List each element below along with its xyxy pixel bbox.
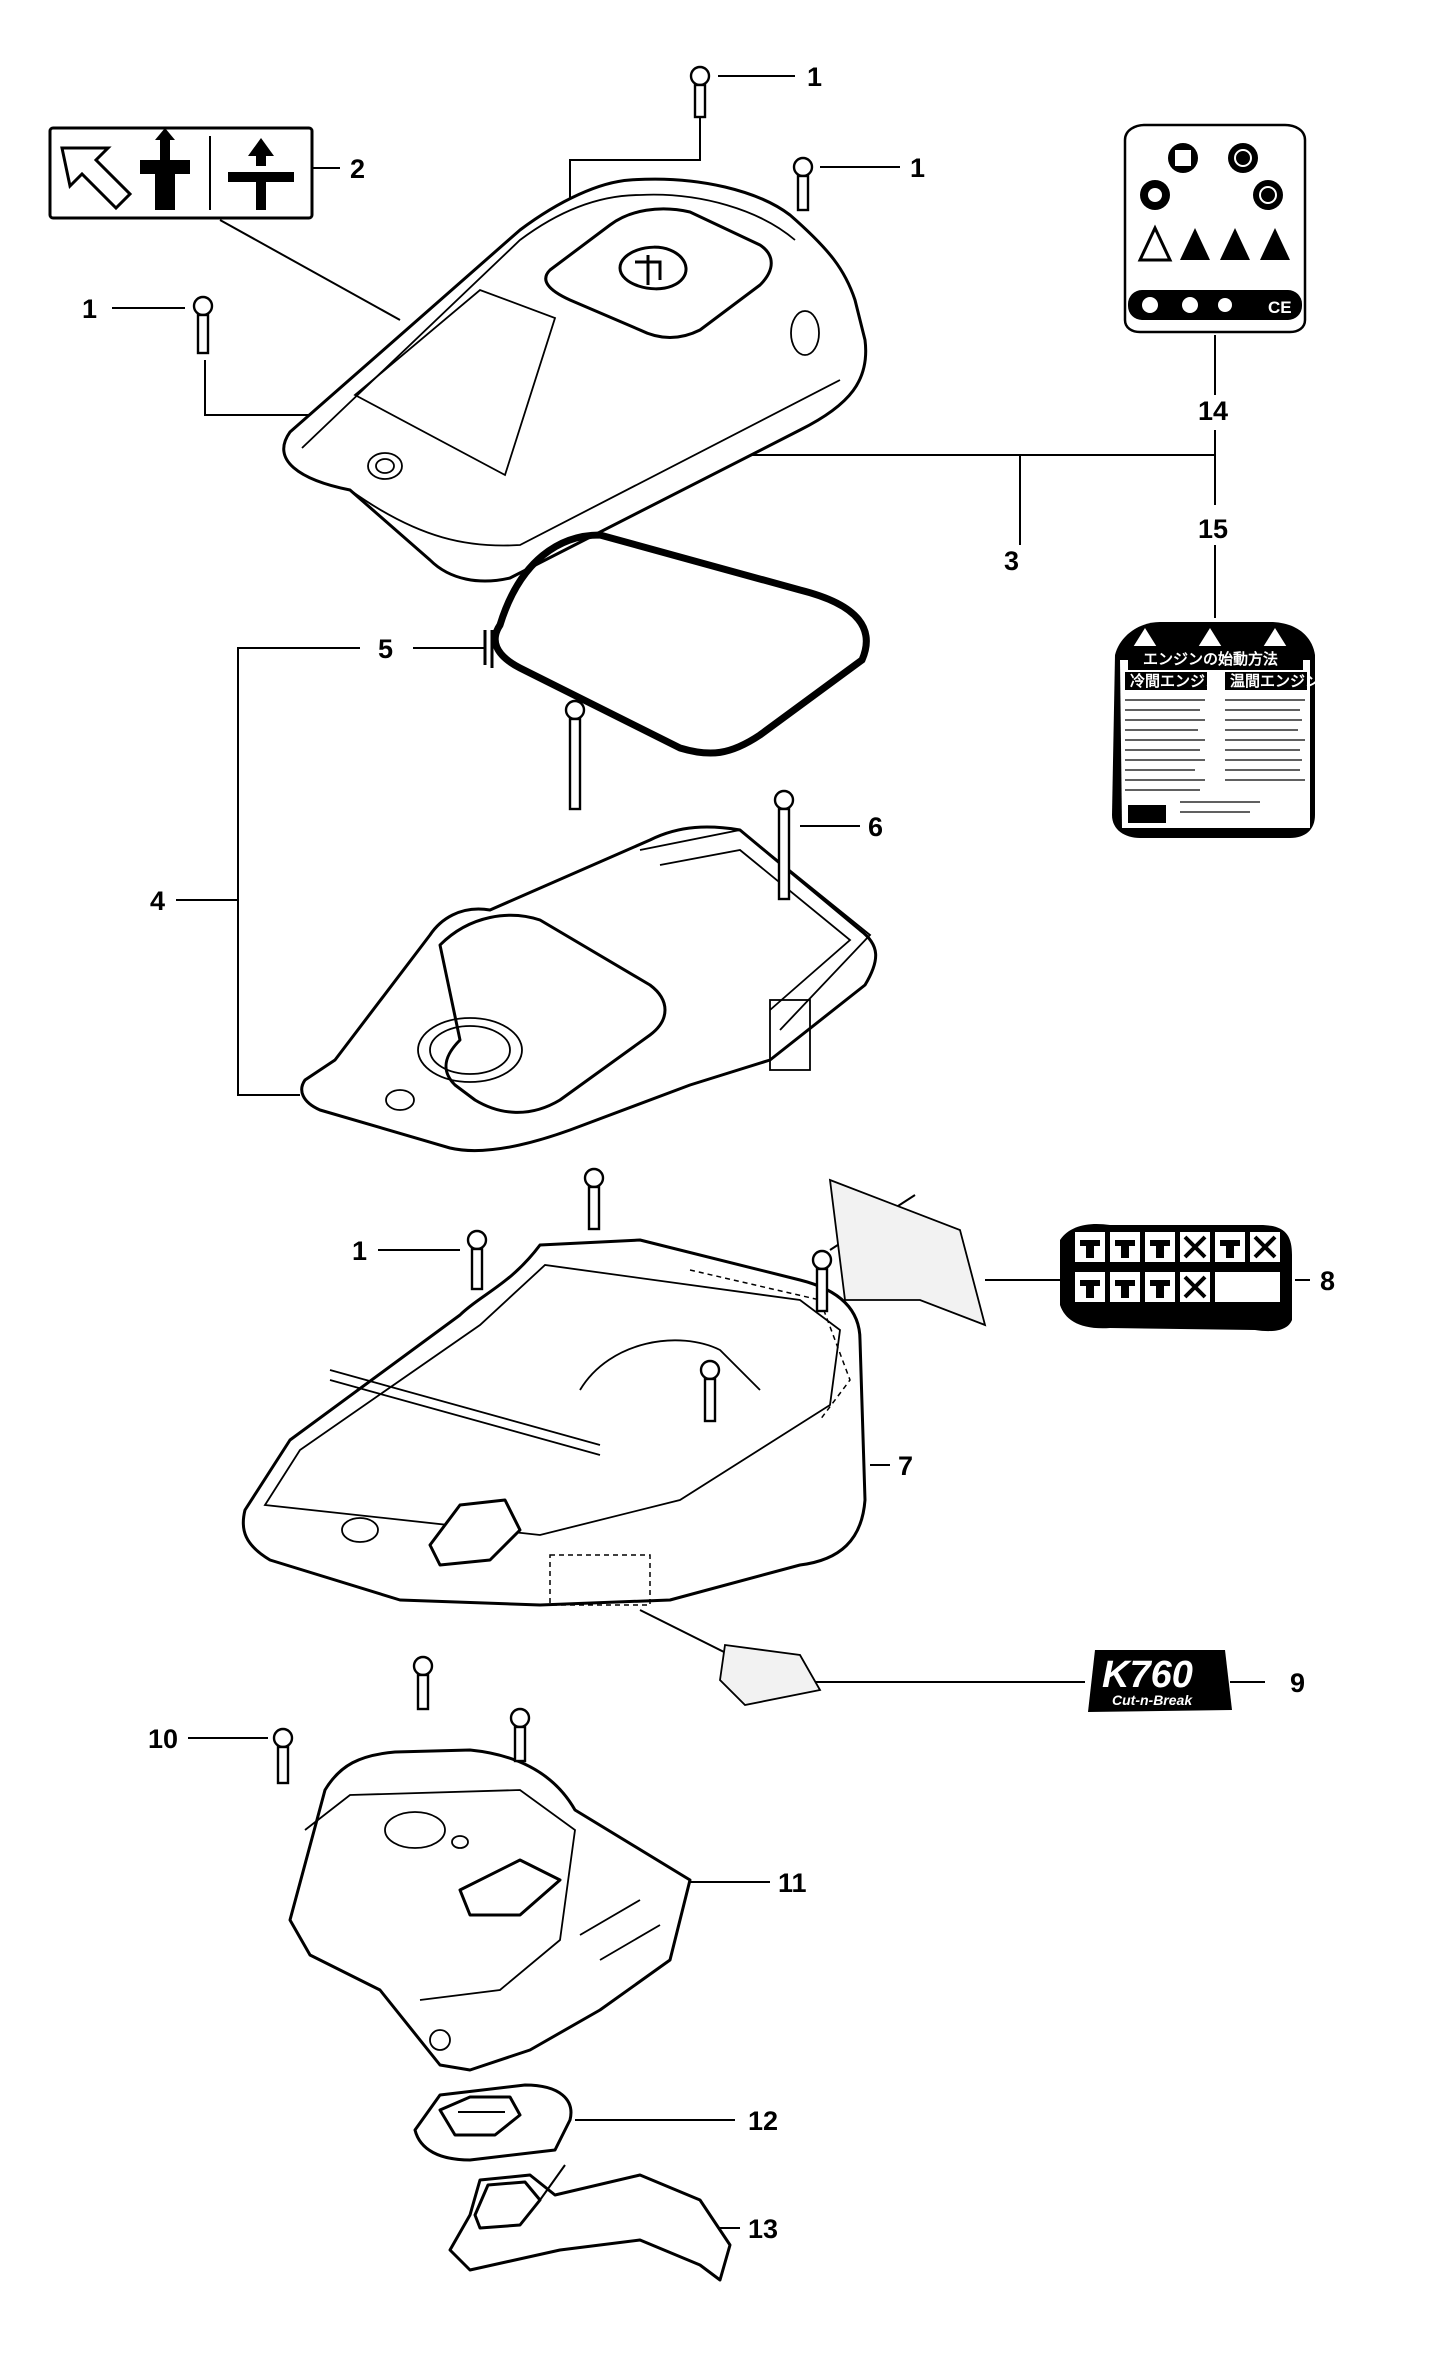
part-13-throttle-lever	[448, 2164, 732, 2282]
decal-8-backing	[828, 1178, 987, 1327]
part-5-gasket	[483, 531, 870, 757]
warning-triangle-icon	[1137, 224, 1290, 262]
fine-print-lines	[1125, 699, 1305, 813]
callout-1-top: 1	[807, 62, 822, 92]
part-3-top-cover	[282, 177, 868, 583]
part-11-handle-housing	[288, 1748, 692, 2072]
choke-arrow-icon	[60, 146, 133, 211]
jp-decal-title: エンジンの始動方法	[1143, 650, 1278, 668]
run-position-icon	[228, 138, 294, 210]
model-subtitle: Cut-n-Break	[1112, 1692, 1193, 1708]
screw-icon	[773, 789, 795, 901]
callout-3: 3	[1004, 546, 1019, 576]
callout-8: 8	[1320, 1266, 1335, 1296]
callout-2: 2	[350, 154, 365, 184]
husqvarna-logo-icon	[618, 245, 688, 291]
jp-decal-warm: 温間エンジン	[1230, 672, 1320, 690]
callout-1-right: 1	[910, 153, 925, 183]
model-name: K760	[1102, 1654, 1193, 1696]
decal-8-symbol-label	[1060, 1223, 1292, 1332]
screw-icon	[412, 1655, 434, 1711]
part-12-button-plate	[413, 2083, 573, 2162]
callout-4: 4	[150, 886, 165, 916]
callout-9: 9	[1290, 1668, 1305, 1698]
callout-1-left: 1	[82, 294, 97, 324]
decal-14-control-label: CE	[1123, 123, 1307, 334]
ce-mark-icon: CE	[1268, 298, 1292, 317]
screw-icon	[689, 65, 711, 119]
part-7-cylinder-cover	[241, 1238, 867, 1607]
decal-9-model-label: K760 Cut-n-Break	[1088, 1650, 1232, 1712]
callout-12: 12	[748, 2106, 778, 2136]
callout-6: 6	[868, 812, 883, 842]
callout-numbers: 1 1 1 2 14 15 3 5 4 6 1 8 7 9 10 11 12 1…	[82, 62, 1335, 2244]
callout-13: 13	[748, 2214, 778, 2244]
decal-2-choke-label	[48, 126, 314, 220]
screw-icon	[792, 156, 814, 212]
callout-10: 10	[148, 1724, 178, 1754]
callout-7: 7	[898, 1451, 913, 1481]
callout-5: 5	[378, 634, 393, 664]
screw-icon	[583, 1167, 605, 1231]
screw-icon	[509, 1707, 531, 1763]
choke-icon	[140, 128, 190, 210]
screw-icon	[699, 1359, 721, 1423]
screw-icon	[811, 1249, 833, 1313]
part-4-filter-housing	[300, 825, 878, 1153]
screw-icon	[272, 1727, 294, 1785]
decal-9-backing	[719, 1643, 822, 1706]
decal-15-japanese-start-instructions: エンジンの始動方法 冷間エンジン 温間エンジン	[1112, 622, 1320, 838]
callout-1-mid: 1	[352, 1236, 367, 1266]
callout-15: 15	[1198, 514, 1228, 544]
callout-14: 14	[1198, 396, 1228, 426]
screw-icon	[564, 699, 586, 811]
jp-decal-cold: 冷間エンジン	[1130, 672, 1220, 690]
screw-icon	[192, 295, 214, 355]
callout-11: 11	[778, 1868, 807, 1898]
screw-icon	[466, 1229, 488, 1291]
